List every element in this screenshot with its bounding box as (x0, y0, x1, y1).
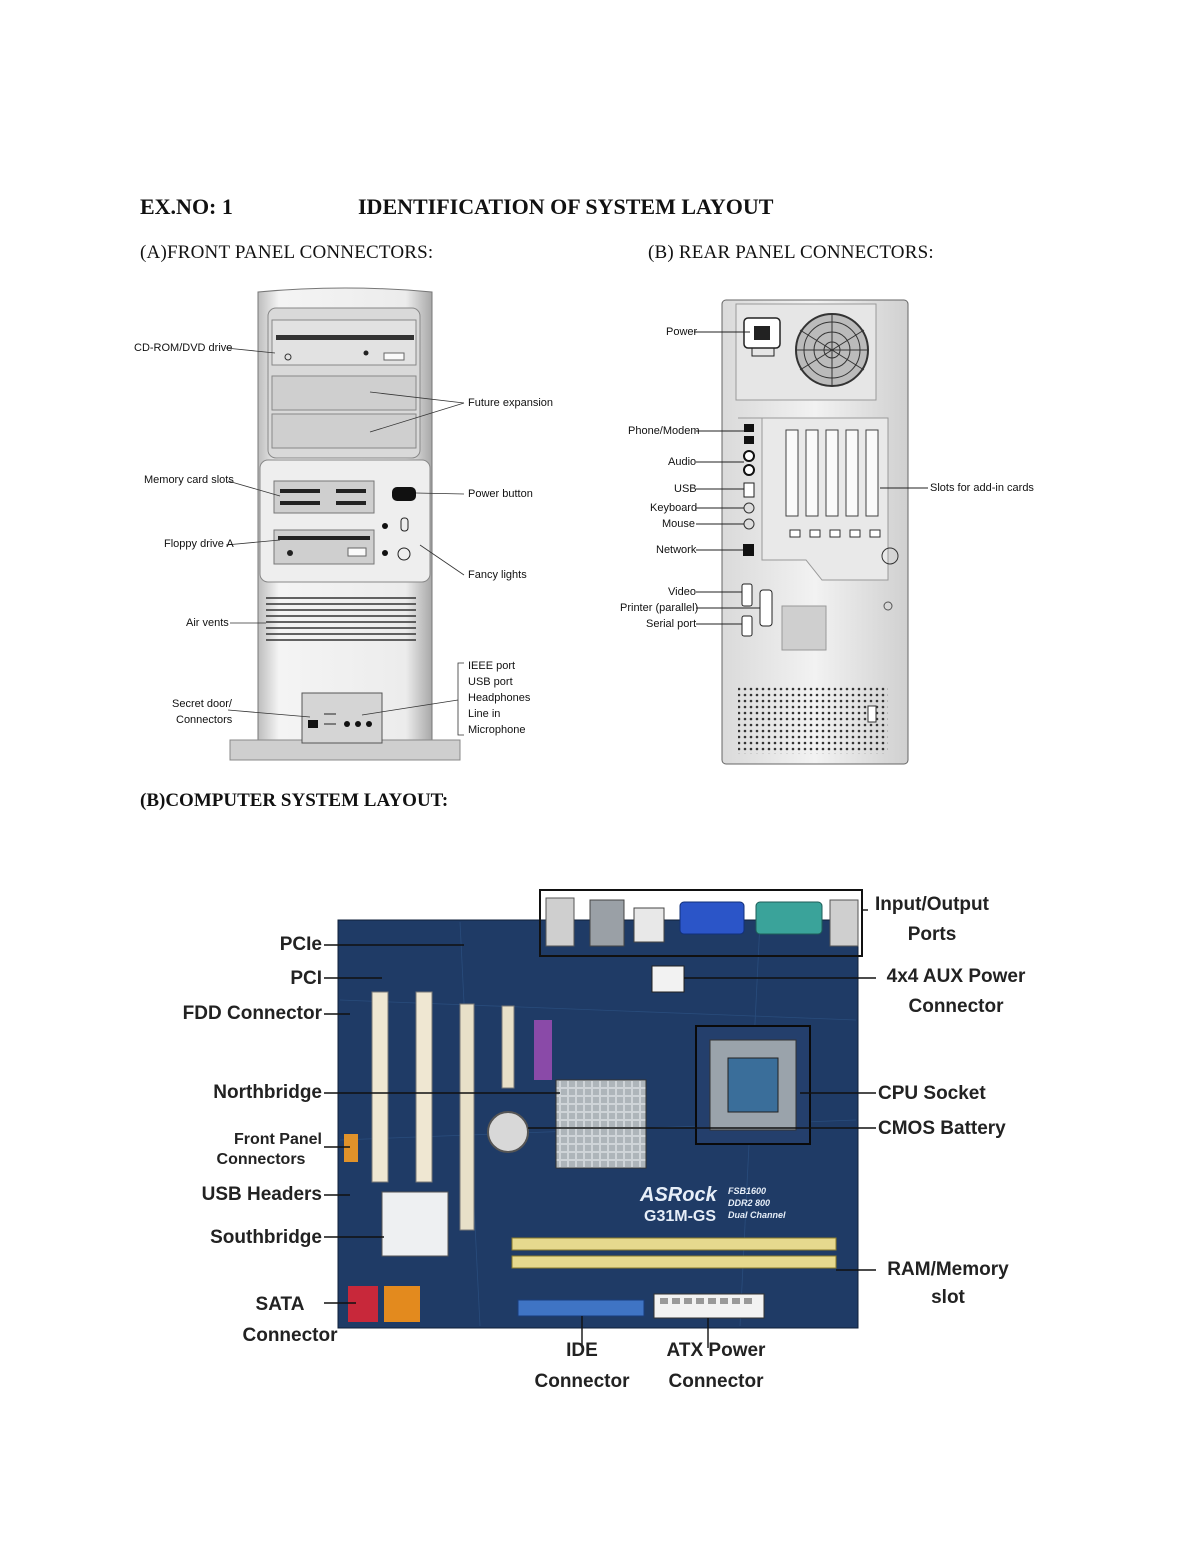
exercise-number: EX.NO: 1 (140, 194, 233, 219)
label-pci: PCI (290, 968, 322, 989)
label-line-in: Line in (468, 708, 501, 720)
rear-panel-figure: Power Phone/Modem Audio USB Keyboard Mou… (610, 290, 1040, 770)
label-aux-power: 4x4 AUX Power (886, 966, 1026, 987)
label-ieee-port: IEEE port (468, 660, 516, 672)
system-layout-heading: (B)COMPUTER SYSTEM LAYOUT: (140, 790, 449, 811)
label-network: Network (656, 544, 697, 556)
label-audio: Audio (668, 456, 697, 468)
label-mouse: Mouse (662, 518, 696, 530)
label-cdrom-drive: CD-ROM/DVD drive (134, 342, 233, 354)
front-panel-figure: CD-ROM/DVD drive Future expansion Memory… (130, 280, 560, 770)
label-ram-slot: slot (931, 1287, 965, 1308)
label-cmos-battery: CMOS Battery (878, 1118, 1006, 1139)
label-ide-connector: Connector (534, 1371, 630, 1392)
motherboard-drawing (324, 889, 876, 1348)
label-floppy-drive: Floppy drive A (164, 538, 234, 550)
label-secret-connectors: Connectors (176, 714, 233, 726)
label-rear-power: Power (666, 326, 698, 338)
label-pcie: PCIe (279, 934, 322, 955)
label-video: Video (668, 586, 696, 598)
board-model: G31M-GS (644, 1208, 717, 1225)
front-panel-heading: (A)FRONT PANEL CONNECTORS: (140, 242, 434, 263)
board-spec-channel: Dual Channel (728, 1210, 786, 1220)
label-headphones: Headphones (468, 692, 531, 704)
label-cpu-socket: CPU Socket (878, 1083, 986, 1104)
rear-panel-heading: (B) REAR PANEL CONNECTORS: (648, 242, 934, 263)
label-front-panel: Front Panel (233, 1131, 322, 1148)
label-northbridge: Northbridge (213, 1082, 322, 1103)
label-fancy-lights: Fancy lights (468, 569, 527, 581)
label-air-vents: Air vents (186, 617, 229, 629)
front-panel-tower-drawing (225, 287, 465, 761)
label-aux-connector: Connector (908, 996, 1004, 1017)
board-spec-fsb: FSB1600 (728, 1186, 767, 1196)
label-phone-modem: Phone/Modem (628, 425, 700, 437)
label-ports: Ports (907, 924, 957, 945)
board-brand: ASRock (640, 1184, 717, 1206)
label-power-button: Power button (468, 488, 533, 500)
label-sata-connector: Connector (242, 1325, 338, 1346)
label-input-output: Input/Output (875, 894, 989, 915)
label-usb-headers: USB Headers (201, 1184, 322, 1205)
label-atx-connector: Connector (668, 1371, 764, 1392)
label-southbridge: Southbridge (210, 1227, 322, 1248)
page-title: IDENTIFICATION OF SYSTEM LAYOUT (358, 194, 774, 219)
label-printer-parallel: Printer (parallel) (620, 602, 699, 614)
label-usb-port: USB port (468, 676, 513, 688)
label-future-expansion: Future expansion (468, 397, 553, 409)
label-serial-port: Serial port (646, 618, 697, 630)
rear-panel-tower-drawing (694, 299, 928, 765)
label-rear-usb: USB (674, 483, 697, 495)
board-spec-ddr: DDR2 800 (728, 1198, 771, 1208)
label-fdd-connector: FDD Connector (182, 1003, 322, 1024)
label-atx-power: ATX Power (666, 1340, 766, 1361)
label-microphone: Microphone (468, 724, 526, 736)
label-memory-card-slots: Memory card slots (144, 474, 234, 486)
motherboard-figure: ASRock G31M-GS FSB1600 DDR2 800 Dual Cha… (160, 880, 1040, 1400)
label-ide: IDE (566, 1340, 598, 1361)
label-sata: SATA (255, 1294, 305, 1315)
label-ram-memory: RAM/Memory (887, 1259, 1009, 1280)
label-front-panel-connectors: Connectors (216, 1151, 306, 1168)
label-keyboard: Keyboard (650, 502, 698, 514)
label-add-in-card-slots: Slots for add-in cards (930, 482, 1034, 494)
label-secret-door: Secret door/ (172, 698, 232, 710)
